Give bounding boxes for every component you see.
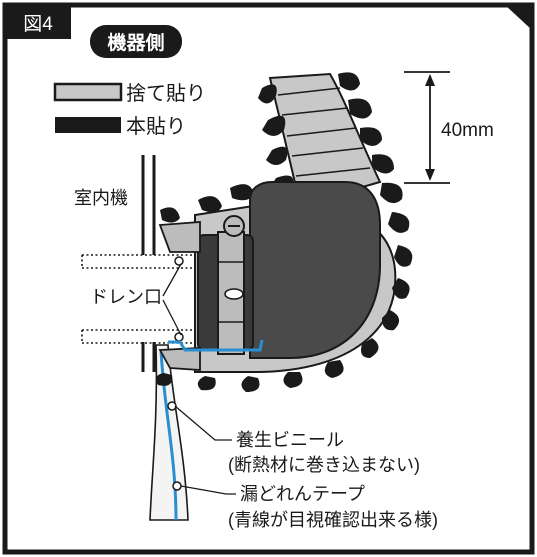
legend-swatch-main-wrap: [55, 117, 121, 133]
legend-label-temp-wrap: 捨て貼り: [126, 82, 206, 105]
drain-port-leader-upper: [162, 263, 182, 297]
frame-corner-notch: [505, 5, 532, 30]
legend-label-main-wrap: 本貼り: [126, 115, 186, 138]
curing-vinyl-leader: [174, 405, 232, 441]
side-badge-label: 機器側: [107, 31, 164, 54]
curing-vinyl-label: 養生ビニール: [236, 430, 344, 450]
figure-label-tab: [5, 5, 71, 39]
main-wrap-strips: [156, 72, 413, 392]
drain-tape-leader: [180, 485, 236, 495]
drain-elbow: [249, 181, 381, 359]
drain-tape-line: [159, 349, 178, 521]
figure-label: 図4: [23, 14, 53, 35]
dimension-marker: 40mm: [404, 71, 494, 184]
legend: 捨て貼り 本貼り: [53, 82, 206, 138]
side-badge: [90, 25, 182, 58]
metal-collar-upper: [158, 221, 201, 253]
drain-port-guides: [81, 254, 200, 344]
drain-port-upper-dot: [174, 256, 184, 266]
drain-tape-dot: [172, 481, 182, 491]
drain-tape-wrap: [168, 339, 264, 352]
dimension-label: 40mm: [441, 120, 494, 141]
indoor-unit-label: 室内機: [74, 188, 128, 208]
clamp-latch: [224, 288, 244, 300]
drain-port-leader-lower: [162, 299, 182, 336]
curing-vinyl-dot: [167, 401, 177, 411]
indoor-unit-wall: [141, 155, 156, 372]
curing-vinyl-note: (断熱材に巻き込まない): [228, 455, 420, 475]
legend-swatch-temp-wrap: [53, 82, 123, 102]
drain-tape-note: (青線が目視確認出来る様): [228, 510, 438, 530]
drain-port-label: ドレン口: [90, 287, 162, 307]
drain-port-lower-dot: [174, 332, 184, 342]
temp-wrap-ribs: [277, 87, 371, 177]
drain-tape-label: 漏どれんテープ: [240, 484, 365, 504]
